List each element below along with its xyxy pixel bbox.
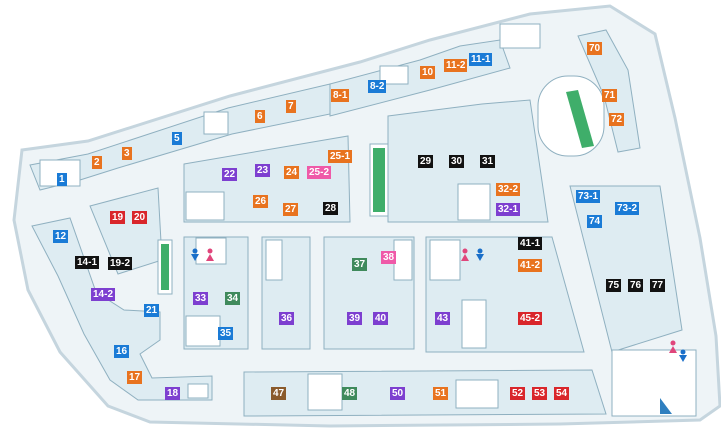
store-label-32-2[interactable]: 32-2 (496, 183, 521, 196)
store-label-32-1[interactable]: 32-1 (496, 203, 521, 216)
store-label-47[interactable]: 47 (271, 387, 287, 400)
store-label-76[interactable]: 76 (628, 279, 644, 292)
store-label-8-2[interactable]: 8-2 (368, 80, 387, 93)
store-label-70[interactable]: 70 (587, 42, 603, 55)
store-label-12[interactable]: 12 (53, 230, 69, 243)
escalator-north-east (566, 90, 594, 148)
store-label-71[interactable]: 71 (602, 89, 618, 102)
store-label-75[interactable]: 75 (606, 279, 622, 292)
store-label-39[interactable]: 39 (347, 312, 363, 325)
store-label-28[interactable]: 28 (323, 202, 339, 215)
store-label-22[interactable]: 22 (222, 168, 238, 181)
entrance-arrow-icon (660, 398, 672, 414)
store-label-14-2[interactable]: 14-2 (91, 288, 116, 301)
store-label-1[interactable]: 1 (57, 173, 67, 186)
atrium-north-east (537, 75, 605, 157)
store-label-23[interactable]: 23 (255, 164, 271, 177)
block-22-28 (183, 135, 351, 223)
store-label-30[interactable]: 30 (449, 155, 465, 168)
store-label-11-1[interactable]: 11-1 (469, 53, 493, 66)
store-label-52[interactable]: 52 (510, 387, 526, 400)
store-label-38[interactable]: 38 (381, 251, 397, 264)
store-label-26[interactable]: 26 (253, 195, 269, 208)
store-label-17[interactable]: 17 (127, 371, 143, 384)
store-label-72[interactable]: 72 (609, 113, 625, 126)
store-label-11-2[interactable]: 11-2 (444, 59, 468, 72)
escalators (157, 75, 605, 295)
store-label-50[interactable]: 50 (390, 387, 406, 400)
store-label-8-1[interactable]: 8-1 (331, 89, 350, 102)
store-label-40[interactable]: 40 (373, 312, 389, 325)
store-label-41-1[interactable]: 41-1 (518, 237, 543, 250)
block-south-strip (243, 369, 607, 417)
store-label-73-2[interactable]: 73-2 (615, 202, 640, 215)
store-label-7[interactable]: 7 (286, 100, 296, 113)
store-label-5[interactable]: 5 (172, 132, 182, 145)
store-label-10[interactable]: 10 (420, 66, 436, 79)
store-label-74[interactable]: 74 (587, 215, 603, 228)
store-label-3[interactable]: 3 (122, 147, 132, 160)
store-label-48[interactable]: 48 (342, 387, 358, 400)
store-label-36[interactable]: 36 (279, 312, 295, 325)
store-label-73-1[interactable]: 73-1 (576, 190, 601, 203)
store-label-19-2[interactable]: 19-2 (108, 257, 133, 270)
store-label-20[interactable]: 20 (132, 211, 148, 224)
store-label-77[interactable]: 77 (650, 279, 666, 292)
store-label-16[interactable]: 16 (114, 345, 130, 358)
store-label-24[interactable]: 24 (284, 166, 300, 179)
store-label-43[interactable]: 43 (435, 312, 451, 325)
store-label-29[interactable]: 29 (418, 155, 434, 168)
store-label-37[interactable]: 37 (352, 258, 368, 271)
store-label-41-2[interactable]: 41-2 (518, 259, 543, 272)
store-label-33[interactable]: 33 (193, 292, 209, 305)
restroom-icon (191, 248, 214, 261)
store-label-25-1[interactable]: 25-1 (328, 150, 353, 163)
store-label-21[interactable]: 21 (144, 304, 160, 317)
store-label-53[interactable]: 53 (532, 387, 548, 400)
store-label-54[interactable]: 54 (554, 387, 570, 400)
store-label-2[interactable]: 2 (92, 156, 102, 169)
restroom-icons (191, 248, 687, 362)
store-label-45-2[interactable]: 45-2 (518, 312, 543, 325)
store-label-19[interactable]: 19 (110, 211, 126, 224)
store-label-51[interactable]: 51 (433, 387, 449, 400)
facility-rooms (39, 23, 697, 417)
store-label-25-2[interactable]: 25-2 (307, 166, 332, 179)
restroom-icon (461, 248, 484, 261)
store-label-14-1[interactable]: 14-1 (75, 256, 100, 269)
restroom-icon (669, 340, 687, 362)
store-label-6[interactable]: 6 (255, 110, 265, 123)
store-label-31[interactable]: 31 (480, 155, 496, 168)
store-label-18[interactable]: 18 (165, 387, 181, 400)
store-label-34[interactable]: 34 (225, 292, 241, 305)
store-label-27[interactable]: 27 (283, 203, 299, 216)
store-label-35[interactable]: 35 (218, 327, 234, 340)
